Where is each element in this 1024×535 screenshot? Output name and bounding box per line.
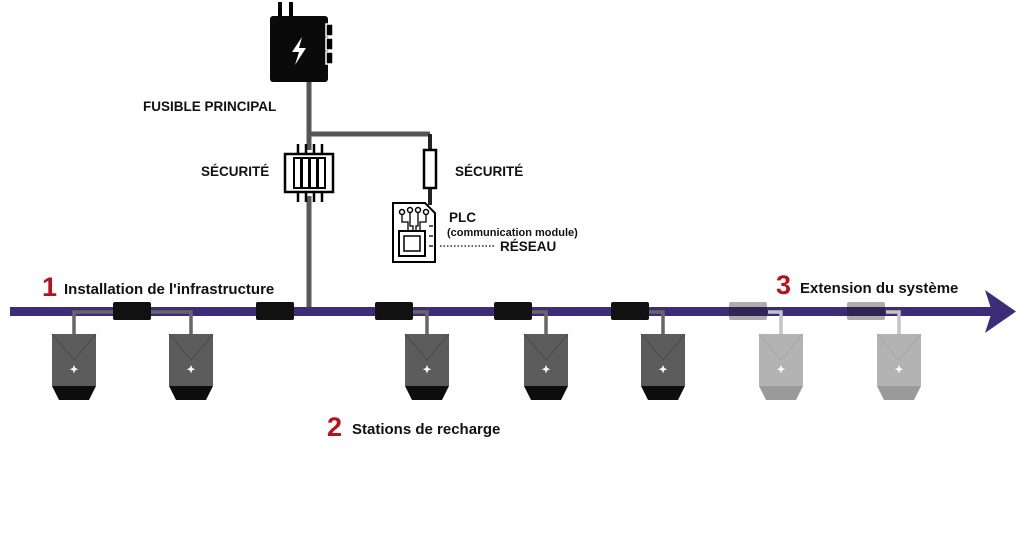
charging-station [404,310,450,400]
bus-connector [611,302,649,320]
station-feed-wire [72,310,113,334]
bus-connector [847,302,885,320]
station-facet [523,333,569,361]
spark-icon [776,365,786,374]
station-base [52,386,96,400]
station-facet [51,333,97,361]
plc-sublabel: (communication module) [447,227,578,239]
station-facet [876,333,922,361]
station-body [169,334,213,392]
bus-connector [729,302,767,320]
station-base [877,386,921,400]
network-label: RÉSEAU [500,239,556,254]
station-body [759,334,803,392]
step-2: 2 Stations de recharge [327,412,500,442]
station-body [641,334,685,392]
station-base [641,386,685,400]
station-feed-wire [768,310,783,334]
feed-wires [292,82,432,315]
charging-station [51,310,113,400]
safety-left-label: SÉCURITÉ [201,164,269,179]
spark-icon [541,365,551,374]
station-feed-wire [413,310,429,334]
station-body [405,334,449,392]
step-3: 3 Extension du système [776,270,958,300]
spark-icon [186,365,196,374]
bus-connector [113,302,151,320]
step-1: 1 Installation de l'infrastructure [42,272,274,302]
station-body [524,334,568,392]
bus-connector [375,302,413,320]
safety-breaker-left [283,144,335,202]
main-fuse-box [270,2,334,82]
charging-station [151,310,214,400]
step-3-label: Extension du système [800,280,958,297]
bus-connector [494,302,532,320]
step-3-number: 3 [776,270,791,300]
station-feed-wire [649,310,665,334]
infrastructure-connector [256,302,294,320]
charging-station [523,310,569,400]
charging-station [758,310,804,400]
station-feed-wire [886,310,901,334]
station-body [877,334,921,392]
safety-fuse-right [422,148,438,190]
station-body [52,334,96,392]
step-1-number: 1 [42,272,57,302]
station-base [524,386,568,400]
station-facet [640,333,686,361]
step-1-label: Installation de l'infrastructure [64,281,274,298]
spark-icon [894,365,904,374]
station-base [169,386,213,400]
step-2-number: 2 [327,412,342,442]
station-facet [168,333,214,361]
safety-right-label: SÉCURITÉ [455,164,523,179]
station-feed-wire [151,310,193,334]
bus-connectors [113,302,885,320]
charging-station [876,310,922,400]
spark-icon [658,365,668,374]
station-facet [404,333,450,361]
lightning-bolt-icon [292,37,306,65]
station-base [405,386,449,400]
circuit-board-icon [392,202,436,263]
station-facet [758,333,804,361]
station-base [759,386,803,400]
step-2-label: Stations de recharge [352,421,500,438]
charging-station [640,310,686,400]
spark-icon [69,365,79,374]
plc-label: PLC [449,210,476,225]
charging-stations [51,310,922,400]
station-feed-wire [532,310,548,334]
spark-icon [422,365,432,374]
main-fuse-label: FUSIBLE PRINCIPAL [143,99,276,114]
